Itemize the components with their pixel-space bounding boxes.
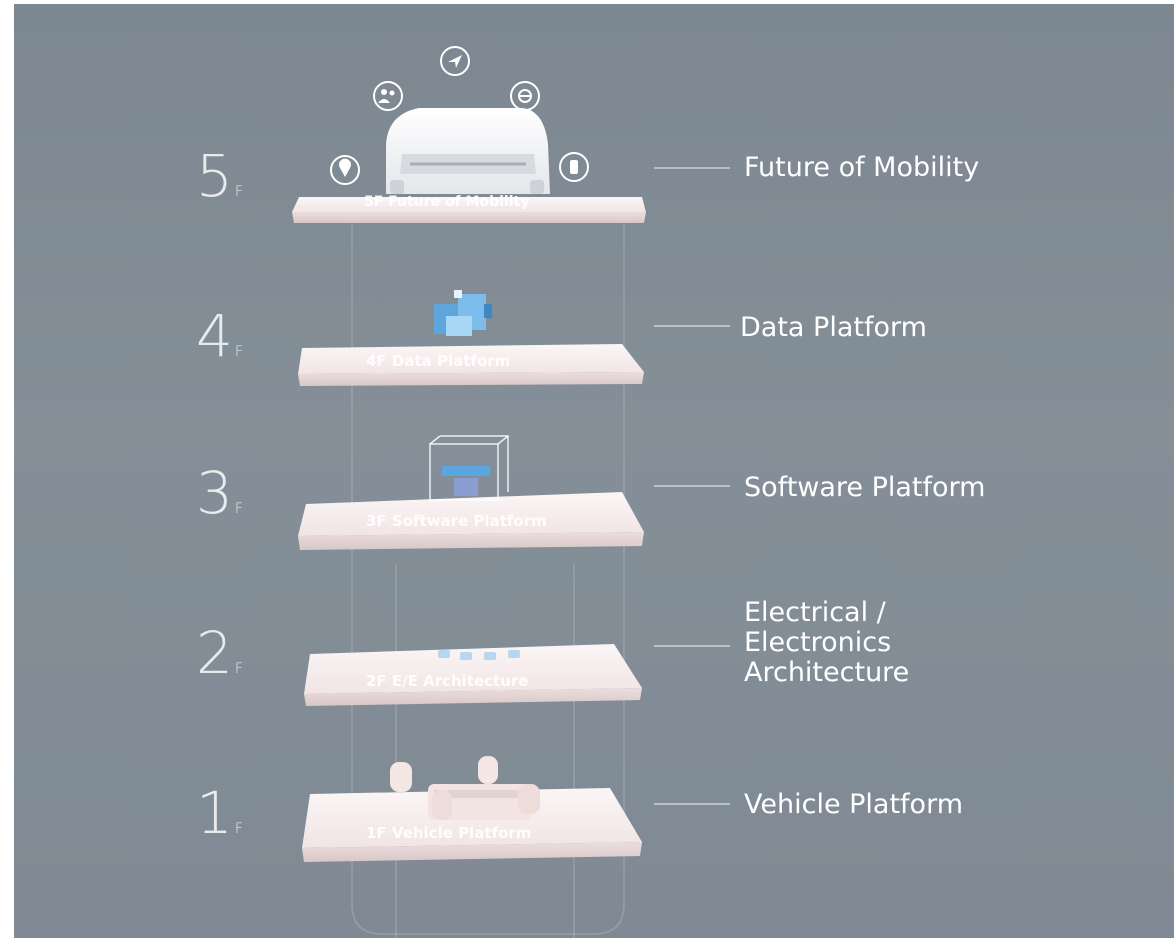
plate-label-3: 3F Software Platform <box>366 512 547 530</box>
floor-label-1: Vehicle Platform <box>744 789 964 820</box>
phone-icon <box>559 152 589 182</box>
connector-lines <box>654 167 730 805</box>
floor-label-2: Electrical / Electronics Architecture <box>744 597 910 688</box>
floor-stack-illustration: 5F Future of Mobility <box>292 46 730 938</box>
floor-label-3: Software Platform <box>744 472 986 503</box>
location-pin-icon <box>330 155 360 185</box>
people-icon <box>373 81 403 111</box>
plate-label-1: 1F Vehicle Platform <box>366 824 531 842</box>
floor-plate-1: 1F Vehicle Platform <box>302 788 642 862</box>
plate-label-4: 4F Data Platform <box>366 352 510 370</box>
floor-plate-2: 2F E/E Architecture <box>304 644 642 706</box>
column-guides <box>351 214 625 938</box>
plate-label-2: 2F E/E Architecture <box>366 672 528 690</box>
data-platform-model <box>434 290 492 336</box>
floor-plate-3: 3F Software Platform <box>298 492 644 550</box>
plate-label-5: 5F Future of Mobility <box>364 194 529 210</box>
floor-label-4: Data Platform <box>740 312 927 343</box>
ee-architecture-model <box>438 650 520 660</box>
navigation-icon <box>440 46 470 76</box>
vehicle-chassis-model <box>390 756 540 820</box>
software-platform-model <box>429 435 509 501</box>
floor-plate-4: 4F Data Platform <box>298 344 644 386</box>
steering-wheel-icon <box>510 81 540 111</box>
floor-label-5: Future of Mobility <box>744 152 980 183</box>
car-model <box>386 108 550 194</box>
floor-plate-5: 5F Future of Mobility <box>292 194 646 223</box>
